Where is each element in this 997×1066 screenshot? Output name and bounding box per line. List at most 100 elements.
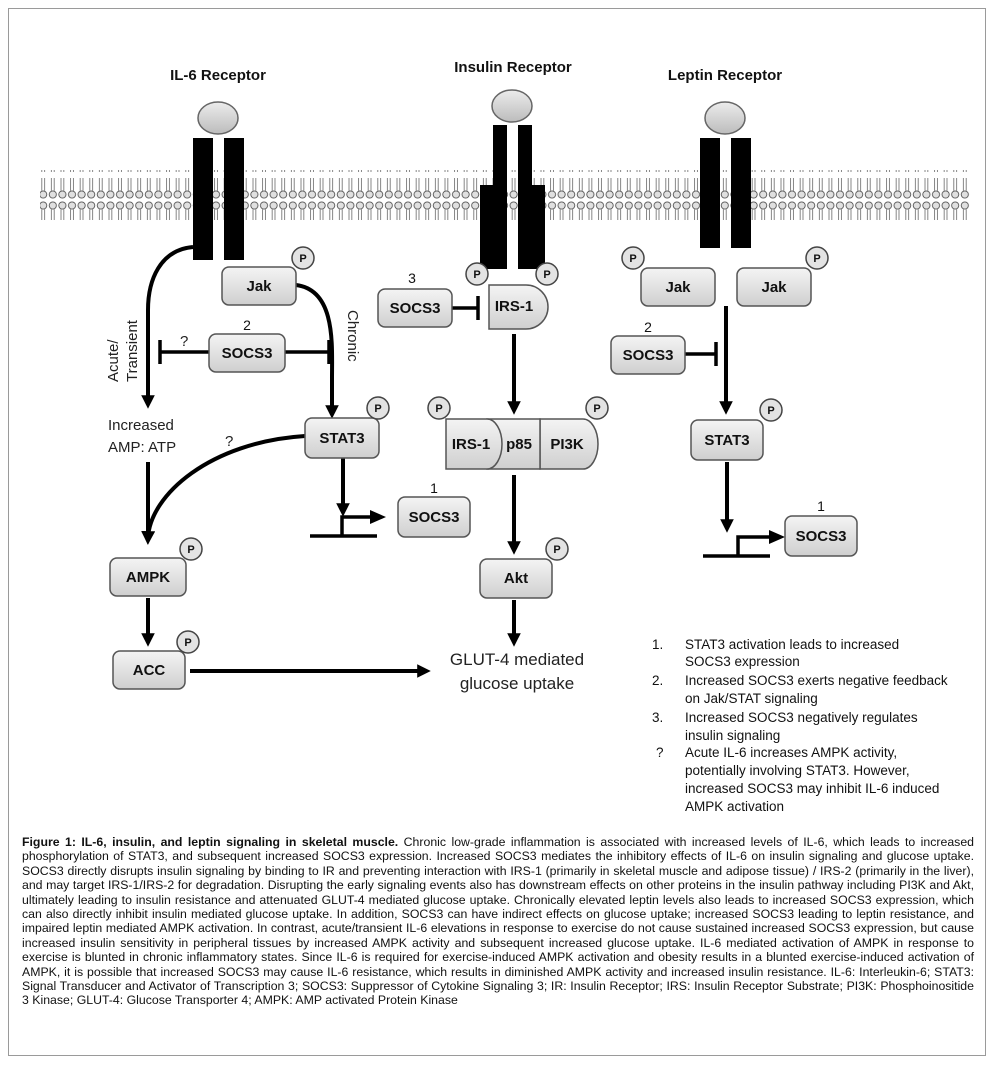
insulin-socs3-box [377,288,453,328]
il6-stat3-box [304,417,380,459]
svg-text:3.: 3. [652,710,663,725]
complex-pi3k-phospho-icon: P [585,396,609,420]
il6-jak-label: Jak [246,278,272,295]
il6-socs3-inhibitor-box [208,333,286,373]
signaling-diagram: IL-6 Receptor Insulin Receptor Leptin Re… [40,59,970,814]
il6-socs3-expression-number: 1 [430,480,438,496]
ampk-label: AMPK [126,569,170,586]
complex-pi3k-label: PI3K [550,436,584,453]
question-mark-stat3: ? [225,433,233,450]
irs1-label: IRS-1 [495,298,533,315]
svg-text:P: P [553,544,560,556]
akt-phospho-icon: P [545,537,569,561]
svg-text:1.: 1. [652,637,663,652]
svg-text:P: P [374,403,381,415]
il6-jak-box [221,266,297,306]
il6-socs3-inhibitor-number: 2 [243,317,251,333]
leptin-jak-left-label: Jak [665,279,691,296]
acute-text: Acute/ [105,339,122,382]
irs1-box [488,284,549,330]
il6-socs3-expression-box [397,496,471,538]
leptin-socs3-inhibitor-number: 2 [644,319,652,335]
leptin-socs3-inhibitor-label: SOCS3 [623,347,674,364]
svg-text:AMPK activation: AMPK activation [685,799,784,814]
svg-text:increased SOCS3 may inhibit IL: increased SOCS3 may inhibit IL-6 induced [685,781,939,796]
svg-text:P: P [435,403,442,415]
akt-label: Akt [504,570,528,587]
figure-caption: Figure 1: IL-6, insulin, and leptin sign… [22,835,974,1008]
pi3k-complex [445,418,599,470]
transient-text: Transient [124,319,141,382]
increased-line1: Increased [108,417,174,434]
leptin-stat3-label: STAT3 [704,432,749,449]
il6-jak-phospho-icon: P [291,246,315,270]
svg-text:Acute IL-6 increases AMPK acti: Acute IL-6 increases AMPK activity, [685,745,897,760]
leptin-receptor [700,101,751,248]
svg-text:Increased SOCS3 exerts negativ: Increased SOCS3 exerts negative feedback [685,673,948,688]
svg-text:on Jak/STAT signaling: on Jak/STAT signaling [685,691,818,706]
leptin-socs3-inhibitor-box [610,335,686,375]
insulin-socs3-label: SOCS3 [390,300,441,317]
ampk-box [109,557,187,597]
acc-label: ACC [133,662,166,679]
svg-text:P: P [593,403,600,415]
svg-text:STAT3 activation leads to incr: STAT3 activation leads to increased [685,637,899,652]
legend-item: ? Acute IL-6 increases AMPK activity, po… [656,745,939,814]
akt-box [479,558,553,599]
svg-text:Increased SOCS3 negatively reg: Increased SOCS3 negatively regulates [685,710,918,725]
svg-text:P: P [184,637,191,649]
leptin-jak-left-box [640,267,716,307]
acute-transient-label: Acute/ Transient [105,319,141,382]
ampk-phospho-icon: P [179,537,203,561]
svg-text:P: P [629,253,636,265]
il6-socs3-expression-label: SOCS3 [409,509,460,526]
complex-irs1-label: IRS-1 [452,436,490,453]
svg-text:P: P [299,253,306,265]
svg-text:potentially involving STAT3.: potentially involving STAT3. However, [685,763,910,778]
svg-text:?: ? [656,745,664,760]
chronic-arrow [295,283,339,419]
svg-text:P: P [767,405,774,417]
leptin-socs3-expression-label: SOCS3 [796,528,847,545]
il6-socs3-gene-promoter [310,510,386,538]
acc-box [112,650,186,690]
svg-text:SOCS3 expression: SOCS3 expression [685,654,800,669]
leptin-receptor-title: Leptin Receptor [668,67,782,84]
leptin-socs3-gene-promoter [703,530,785,558]
il6-receptor-title: IL-6 Receptor [170,67,266,84]
caption-body: Chronic low-grade inflammation is associ… [22,835,974,1008]
glut4-line2: glucose uptake [460,674,574,693]
insulin-receptor [480,89,545,269]
legend-item: 2. Increased SOCS3 exerts negative feedb… [652,673,948,706]
leptin-stat3-phospho-icon: P [759,398,783,422]
acute-arrow [141,245,194,409]
leptin-socs3-inhibitor-bar [682,342,718,366]
leptin-jak-right-label: Jak [761,279,787,296]
leptin-socs3-expression-number: 1 [817,498,825,514]
legend-item: 3. Increased SOCS3 negatively regulates … [652,710,918,743]
svg-text:insulin signaling: insulin signaling [685,728,780,743]
il6-stat3-label: STAT3 [319,430,364,447]
glut4-line1: GLUT-4 mediated [450,650,584,669]
il6-socs3-inhibitor-label: SOCS3 [222,345,273,362]
stat3-to-ampk-arrow [141,434,306,545]
leptin-socs3-expression-box [784,515,858,557]
insulin-receptor-phospho-right-icon: P [535,262,559,286]
leptin-jak-right-box [736,267,812,307]
insulin-socs3-number: 3 [408,270,416,286]
acc-phospho-icon: P [176,630,200,654]
svg-text:P: P [473,269,480,281]
leptin-jak-left-phospho-icon: P [621,246,645,270]
chronic-label: Chronic [344,310,361,362]
insulin-receptor-phospho-left-icon: P [465,262,489,286]
il6-receptor [193,101,244,260]
leptin-stat3-box [690,419,764,461]
svg-text:P: P [187,544,194,556]
insulin-receptor-title: Insulin Receptor [454,59,572,76]
question-mark-left: ? [180,333,188,350]
complex-irs1-phospho-icon: P [427,396,451,420]
insulin-socs3-inhibitor-bar [452,296,480,320]
legend-item: 1. STAT3 activation leads to increased S… [652,637,899,669]
legend: 1. STAT3 activation leads to increased S… [652,637,948,814]
il6-stat3-phospho-icon: P [366,396,390,420]
